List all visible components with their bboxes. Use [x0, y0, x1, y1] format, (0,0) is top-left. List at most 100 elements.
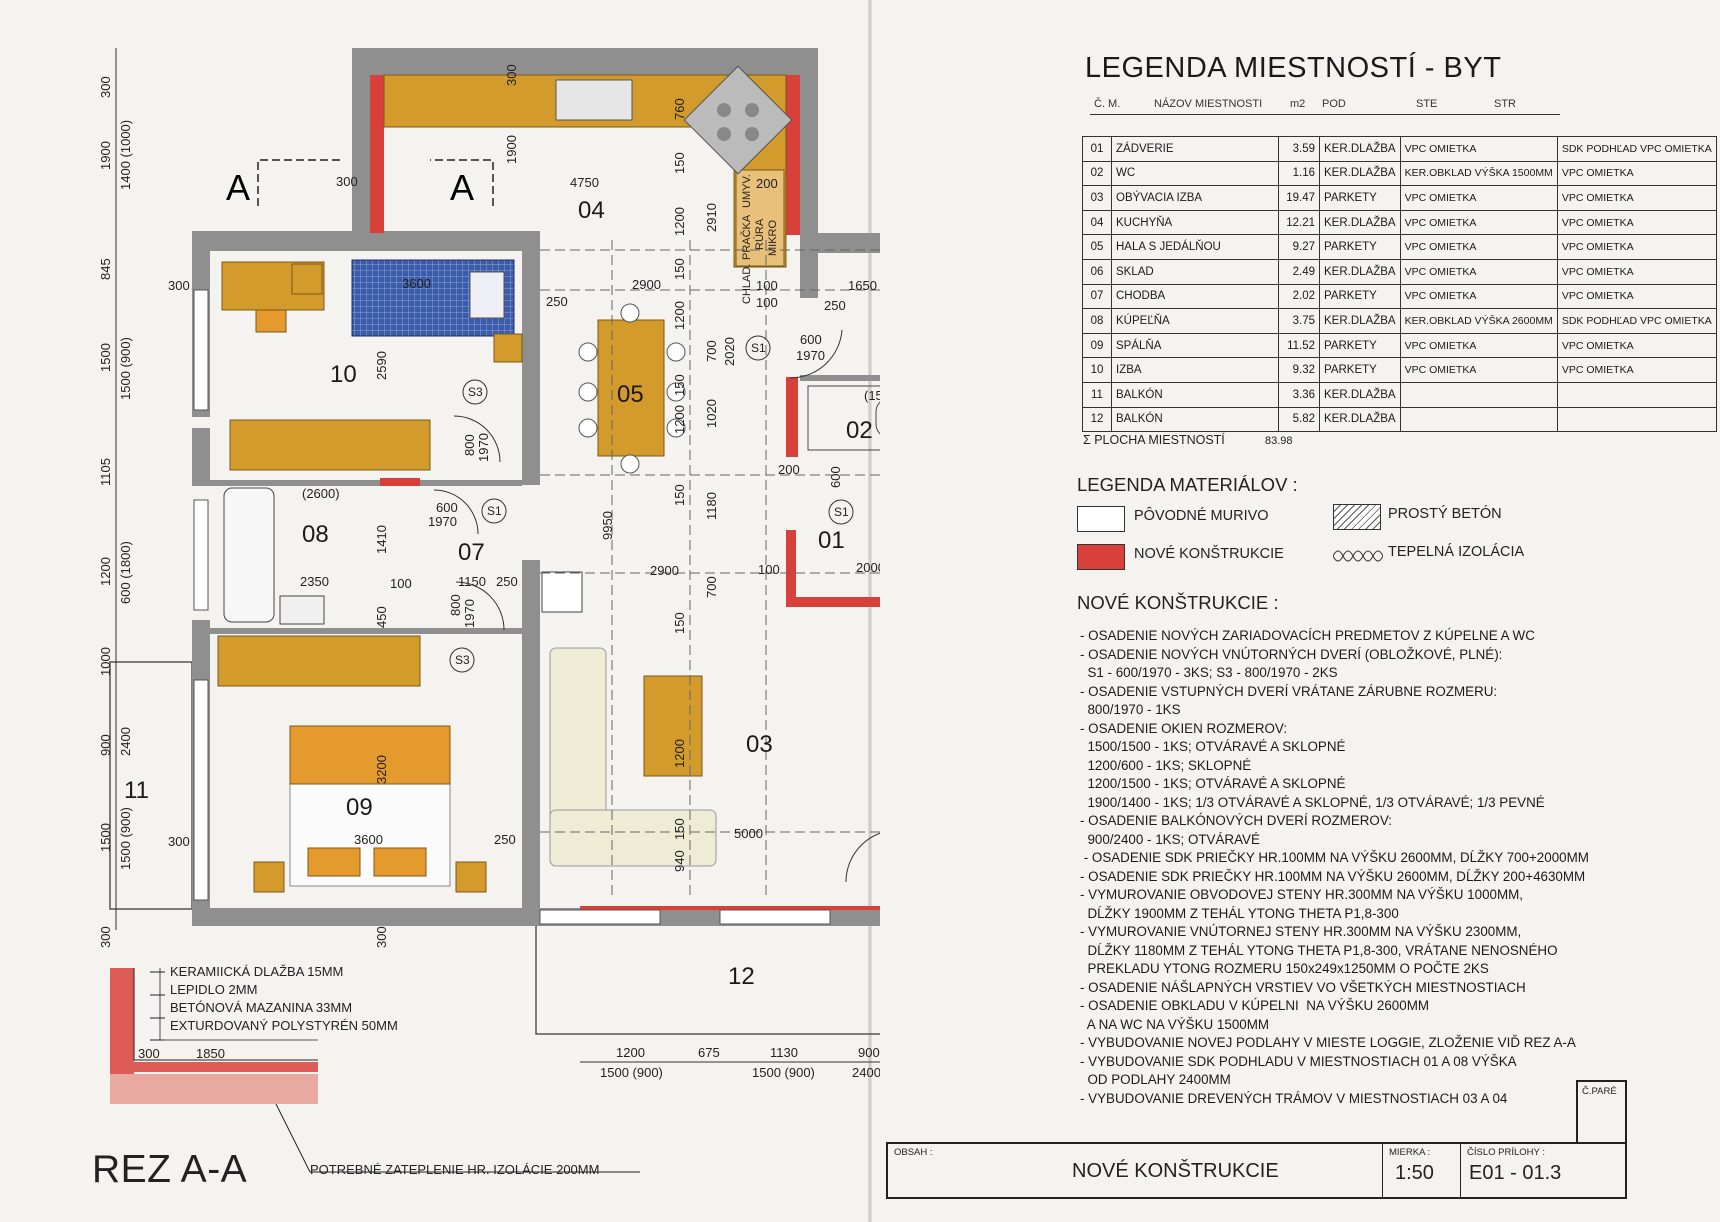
construction-line: - VYMUROVANIE VNÚTORNEJ STENY HR.300MM N…	[1080, 924, 1522, 939]
room-cell: 3.36	[1278, 381, 1320, 408]
material-thermal-insulation: TEPELNÁ IZOLÁCIA	[1388, 544, 1525, 560]
room-cell: 1.16	[1278, 160, 1320, 187]
new-constructions-list: - OSADENIE NOVÝCH ZARIADOVACÍCH PREDMETO…	[1080, 627, 1640, 1108]
dim-300-b: 300	[168, 278, 190, 293]
construction-line: 1200/600 - 1KS; SKLOPNÉ	[1080, 757, 1252, 773]
door-swings	[433, 329, 880, 883]
mierka-value: 1:50	[1395, 1162, 1434, 1184]
material-original-masonry: PÔVODNÉ MURIVO	[1134, 508, 1269, 524]
dim-1430: 1430	[878, 321, 880, 350]
room-cell: 03	[1082, 185, 1112, 211]
room-label-02: 02	[846, 417, 873, 444]
room-cell: 2.49	[1278, 258, 1320, 285]
dim-1200b: 1200	[672, 301, 687, 330]
room-label-05: 05	[617, 381, 644, 408]
dim-450: 450	[374, 606, 389, 628]
floor-plan: A A 01 02 03 04 05 06 07 08 09 10 11 12 …	[98, 48, 880, 1173]
construction-line: 1200/1500 - 1KS; OTVÁRAVÉ A SKLOPNÉ	[1080, 776, 1346, 791]
construction-line: - VYBUDOVANIE SDK PODHLADU V MIESTNOSTIA…	[1080, 1053, 1517, 1069]
col-str: STR	[1494, 98, 1516, 110]
room-cell: SDK PODHĽAD VPC OMIETKA	[1556, 136, 1717, 162]
room-cell: VPC OMIETKA	[1399, 283, 1558, 310]
construction-line: - OSADENIE NOVÝCH ZARIADOVACÍCH PREDMETO…	[1080, 628, 1535, 643]
dim-250c: 250	[496, 574, 518, 589]
room-cell: VPC OMIETKA	[1556, 209, 1717, 236]
dim-100b: 100	[756, 295, 778, 310]
room-cell: 04	[1082, 209, 1112, 236]
dim-1970e: 1970	[462, 599, 477, 628]
windows	[193, 289, 831, 925]
left-dim-12: 2400	[118, 727, 133, 756]
construction-line: DĹŽKY 1180MM Z TEHÁL YTONG THETA P1,8-30…	[1080, 942, 1558, 958]
dim-1200a: 1200	[672, 207, 687, 236]
sofa-bottom	[549, 809, 717, 867]
dim-2590: 2590	[374, 351, 389, 380]
mierka-cell: MIERKA : 1:50	[1382, 1144, 1461, 1197]
room-cell: KER.DLAŽBA	[1319, 209, 1401, 236]
room-cell: BALKÓN	[1111, 406, 1279, 433]
door-tag-circles	[449, 335, 854, 673]
obsah-label: OBSAH :	[894, 1147, 933, 1158]
room-cell: PARKETY	[1319, 234, 1401, 260]
dining-chairs	[578, 303, 686, 474]
room-cell: 12	[1082, 406, 1112, 433]
room-label-04: 04	[578, 197, 605, 224]
swatch-original-masonry	[1077, 506, 1125, 532]
room-cell: VPC OMIETKA	[1399, 209, 1558, 236]
room-cell: VPC OMIETKA	[1399, 332, 1558, 359]
room-cell	[1556, 406, 1717, 433]
dim-100c: 100	[758, 562, 780, 577]
coffee-table	[643, 675, 703, 777]
construction-line: - VYBUDOVANIE NOVEJ PODLAHY V MIESTE LOG…	[1080, 1035, 1576, 1050]
balcony-12-outline	[535, 913, 880, 1035]
construction-line: - OSADENIE SDK PRIEČKY HR.100MM NA VÝŠKU…	[1080, 868, 1586, 884]
construction-line: - OSADENIE BALKÓNOVÝCH DVERÍ ROZMEROV:	[1080, 813, 1393, 828]
dim-2350: 2350	[300, 574, 329, 589]
dining-table	[597, 319, 665, 457]
room-cell	[1399, 381, 1558, 408]
washbasin-08	[279, 595, 325, 625]
room-label-12: 12	[728, 963, 755, 990]
pillow-09a	[307, 847, 361, 877]
room-cell: HALA S JEDÁLŇOU	[1111, 234, 1279, 260]
stove	[683, 65, 793, 175]
obsah-value: NOVÉ KONŠTRUKCIE	[1072, 1160, 1279, 1182]
room-cell: 3.59	[1278, 136, 1320, 162]
materials-title: LEGENDA MATERIÁLOV :	[1077, 474, 1298, 495]
section-mark-lines	[257, 159, 494, 206]
new-construction-walls	[370, 75, 880, 910]
room-cell: PARKETY	[1319, 357, 1401, 383]
room-cell: CHODBA	[1111, 283, 1279, 310]
room-label-10: 10	[330, 361, 357, 388]
room-cell: VPC OMIETKA	[1556, 234, 1717, 260]
room-cell: VPC OMIETKA	[1556, 160, 1717, 187]
label-rura: RÚRA	[753, 218, 766, 250]
dim-100f: 100	[878, 608, 880, 630]
construction-line: - OSADENIE NOVÝCH VNÚTORNÝCH DVERÍ (OBLO…	[1080, 646, 1503, 662]
construction-line: 1500/1500 - 1KS; OTVÁRAVÉ A SKLOPNÉ	[1080, 739, 1346, 754]
left-dim-8: 1200	[98, 557, 113, 586]
dim-150f: 150	[672, 818, 687, 840]
wc-shelf	[807, 385, 880, 451]
dim-100e: 100	[878, 350, 880, 372]
material-plain-concrete: PROSTÝ BETÓN	[1388, 506, 1502, 522]
section-layer-4: EXTURDOVANÝ POLYSTYRÉN 50MM	[170, 1018, 398, 1033]
room-cell: KER.OBKLAD VÝŠKA 2600MM	[1399, 308, 1558, 334]
dim-1200c: 1200	[672, 405, 687, 434]
sink	[555, 79, 633, 121]
dim-250d: 250	[494, 832, 516, 847]
room-cell	[1399, 406, 1558, 433]
pare-label: Č.PARÉ	[1582, 1086, 1617, 1097]
section-note: POTREBNÉ ZATEPLENIE HR. IZOLÁCIE 200MM	[310, 1162, 600, 1177]
room-cell: 06	[1082, 258, 1112, 285]
left-dim-11: 900	[98, 734, 113, 756]
section-layer-3: BETÓNOVÁ MAZANINA 33MM	[170, 1000, 353, 1015]
room-legend-header: Č. M. NÁZOV MIESTNOSTI m2 POD STE STR	[1090, 98, 1560, 115]
room-cell: 11.52	[1278, 332, 1320, 359]
room-cell: IZBA	[1111, 357, 1279, 383]
room-cell: KER.DLAŽBA	[1319, 308, 1401, 334]
